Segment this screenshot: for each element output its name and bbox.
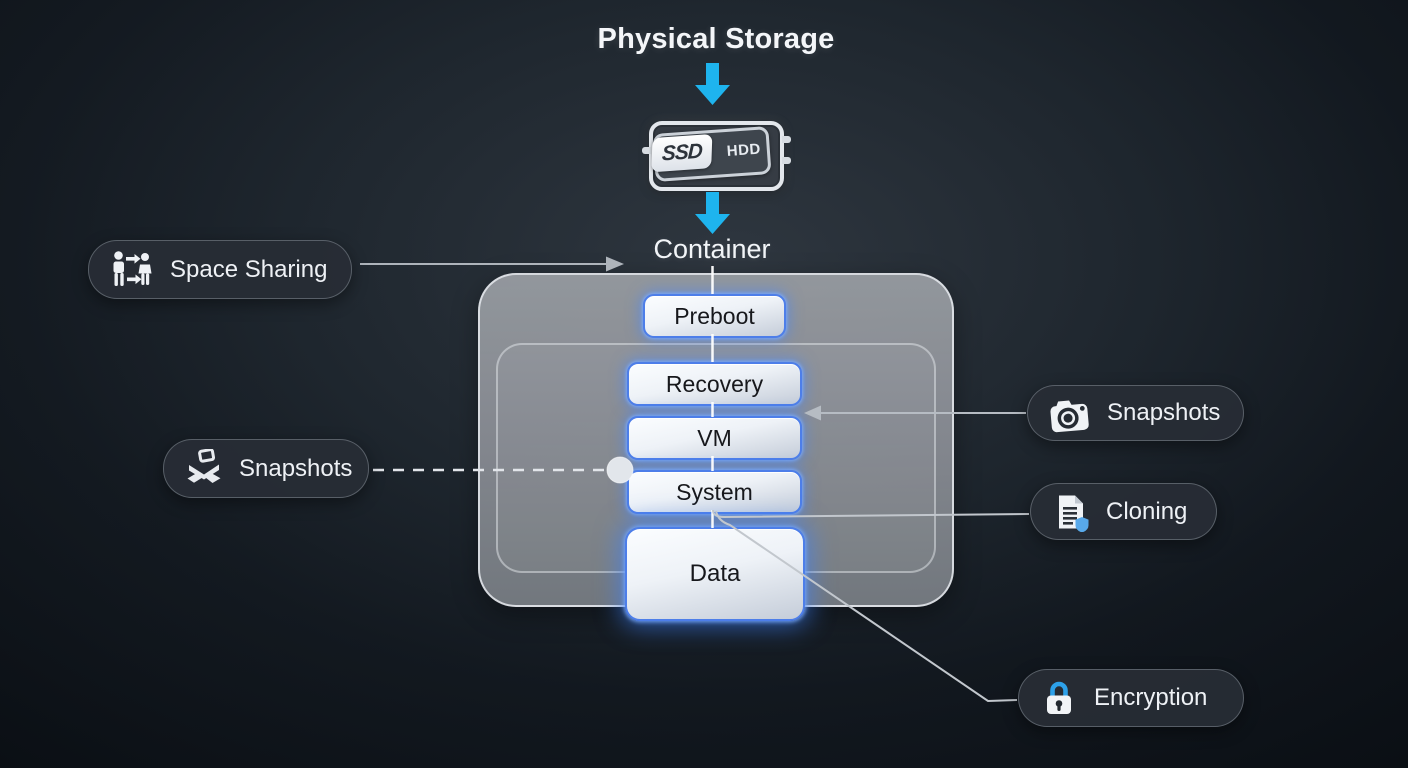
volume-vm: VM <box>627 416 802 460</box>
drive-notch <box>642 147 651 154</box>
drive-notch <box>782 157 791 164</box>
layers-stack-icon <box>184 448 224 489</box>
feature-pill-snapshots-local: Snapshots <box>163 439 369 498</box>
hdd-label: HDD <box>726 140 762 160</box>
feature-pill-cloning: Cloning <box>1030 483 1217 540</box>
ssd-hdd-drive-icon: SSD HDD <box>642 121 791 191</box>
document-shield-icon <box>1051 492 1091 532</box>
feature-pill-encryption: Encryption <box>1018 669 1244 727</box>
volume-system: System <box>627 470 802 514</box>
volume-data: Data <box>625 527 805 621</box>
flow-arrow-top-icon <box>695 63 730 105</box>
feature-pill-snapshots: Snapshots <box>1027 385 1244 441</box>
drive-notch <box>782 136 791 143</box>
camera-icon <box>1048 393 1092 433</box>
feature-label: Space Sharing <box>170 255 328 283</box>
feature-label: Snapshots <box>1107 399 1221 426</box>
people-exchange-icon <box>109 250 155 290</box>
volume-preboot: Preboot <box>643 294 786 338</box>
page-title: Physical Storage <box>597 23 835 55</box>
feature-pill-space-sharing: Space Sharing <box>88 240 352 299</box>
volume-recovery: Recovery <box>627 362 802 406</box>
flow-arrow-bottom-icon <box>695 192 730 234</box>
feature-label: Cloning <box>1106 497 1188 525</box>
container-label: Container <box>653 234 771 264</box>
feature-label: Snapshots <box>239 454 353 482</box>
drive-inner: SSD HDD <box>651 126 772 182</box>
lock-icon <box>1039 678 1079 718</box>
feature-label: Encryption <box>1094 684 1208 711</box>
ssd-badge: SSD <box>651 133 713 173</box>
